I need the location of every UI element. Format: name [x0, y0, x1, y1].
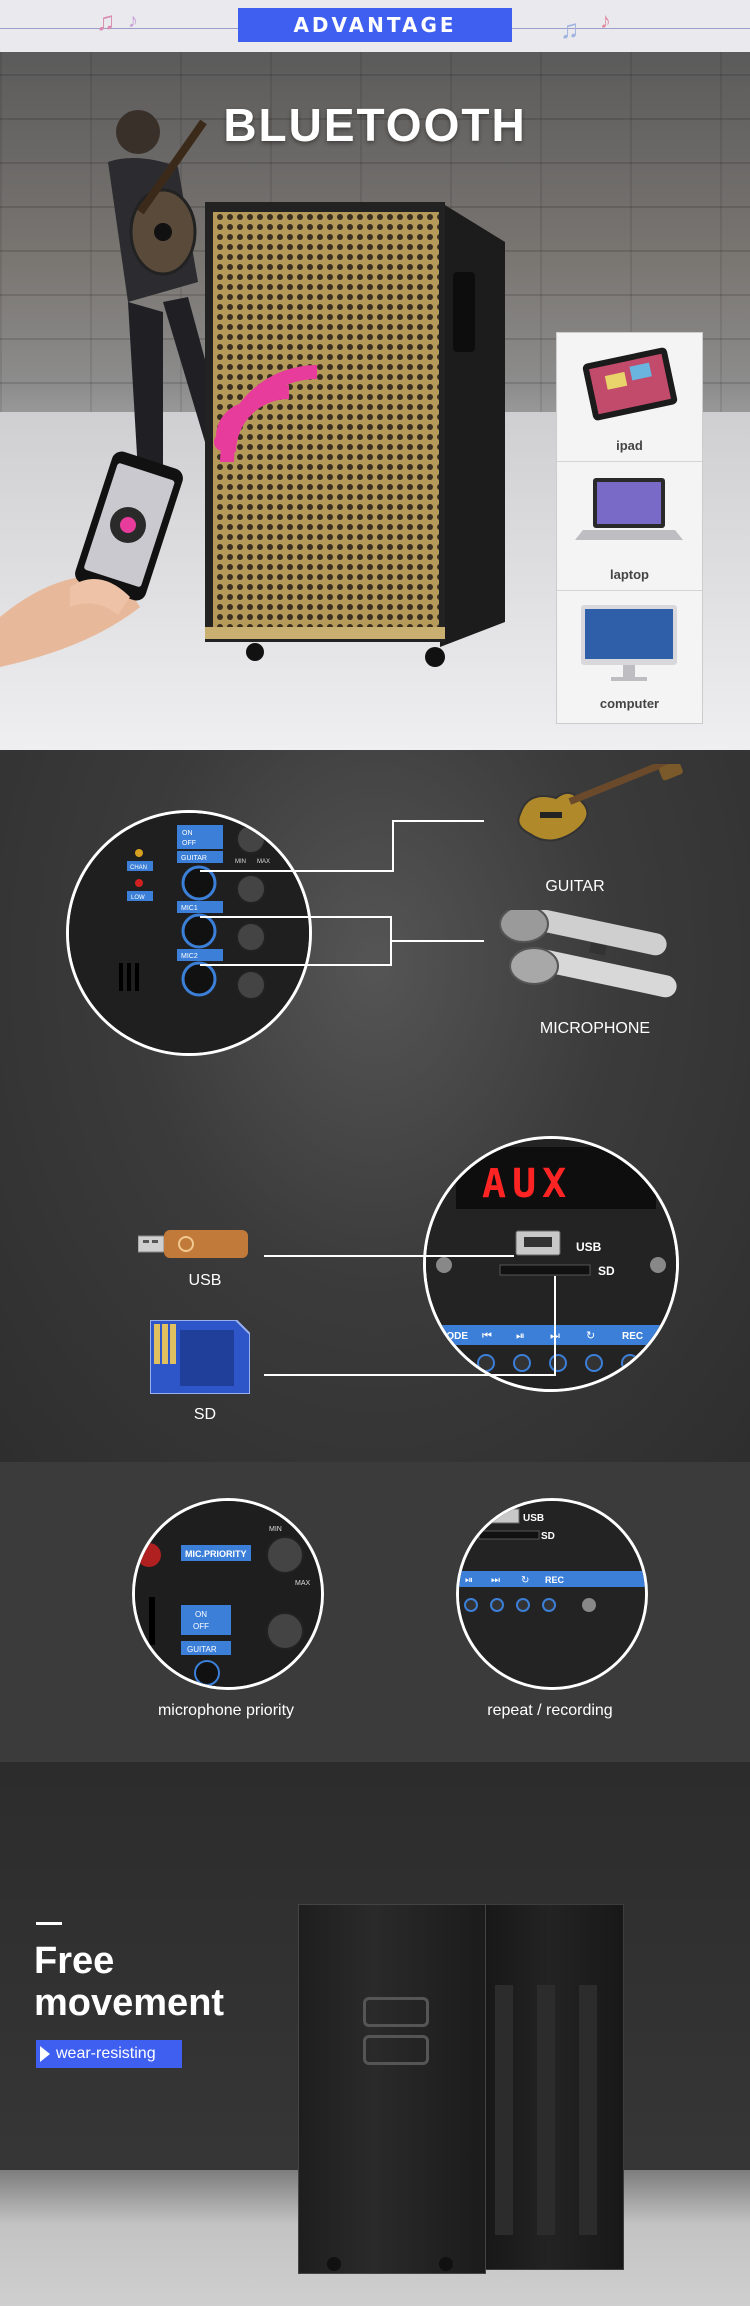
sd-connector-line [264, 1374, 556, 1376]
speaker-front-image [298, 1904, 486, 2274]
device-label: ipad [616, 438, 643, 453]
panel-sd-text: SD [541, 1531, 555, 1542]
compatible-devices-panel: ipad laptop computer [556, 332, 703, 724]
guitar-connector-line [392, 820, 394, 872]
sd-card-image [150, 1320, 250, 1394]
play-arrow-icon [40, 2046, 50, 2062]
mic-connector-line [200, 916, 392, 918]
device-label: laptop [610, 567, 649, 582]
panel-mode-text: MODE [438, 1331, 468, 1342]
title-line-2: movement [34, 1982, 225, 2024]
repeat-icon: ↻ [586, 1330, 595, 1342]
mic-priority-zoom: MIC.PRIORITY MIN MAX ON OFF GUITAR [132, 1498, 324, 1690]
speaker-back-image [474, 1904, 624, 2270]
sd-label: SD [193, 1406, 217, 1423]
panel-guitar-text: GUITAR [187, 1645, 217, 1654]
usb-sd-panel-zoom: AUX USB SD MODE ⏮ ⏯ ⏭ ↻ REC [423, 1136, 679, 1392]
device-laptop: laptop [557, 462, 702, 591]
music-note-icon: ♪ [600, 8, 611, 33]
music-note-icon: ♫ [96, 6, 116, 36]
mic-priority-panel-image: MIC.PRIORITY MIN MAX ON OFF GUITAR [135, 1501, 321, 1687]
panel-min-text: MIN [235, 859, 246, 865]
mic-connector-line [390, 940, 484, 942]
features-section: MIC.PRIORITY MIN MAX ON OFF GUITAR micro… [0, 1462, 750, 1762]
free-movement-title: Free movement [34, 1940, 224, 2024]
usb-connector-line [264, 1255, 514, 1257]
usb-sd-panel-image: AUX USB SD MODE ⏮ ⏯ ⏭ ↻ REC [426, 1139, 676, 1389]
device-computer: computer [557, 591, 702, 719]
repeat-recording-panel-image: USB SD ⏯ ⏭ ↻ REC [459, 1501, 645, 1687]
guitar-connector-line [200, 870, 394, 872]
panel-low-text: LOW [131, 895, 145, 901]
panel-mic-priority-text: MIC.PRIORITY [185, 1549, 247, 1559]
panel-usb-text: USB [523, 1513, 544, 1524]
phone-in-hand-image [0, 451, 183, 667]
panel-chan-text: CHAN [130, 865, 147, 871]
panel-sd-text: SD [598, 1264, 615, 1278]
panel-usb-text: USB [576, 1240, 602, 1254]
play-pause-icon: ⏯ [465, 1575, 473, 1586]
device-ipad: ipad [557, 333, 702, 462]
play-pause-icon: ⏯ [516, 1330, 525, 1342]
inputs-section: ON OFF GUITAR MIC1 MIC2 MIN MAX CHAN [0, 750, 750, 1462]
mic-connector-line [200, 964, 392, 966]
panel-mic2-text: MIC2 [181, 953, 198, 960]
free-movement-section: Free movement wear-resisting [0, 1762, 750, 2306]
speaker-image [205, 202, 505, 667]
guitar-label: GUITAR [545, 878, 605, 895]
input-panel-zoom: ON OFF GUITAR MIC1 MIC2 MIN MAX CHAN [66, 810, 312, 1056]
bluetooth-title: BLUETOOTH [223, 99, 527, 151]
guitar-connector-line [392, 820, 484, 822]
panel-rec-text: REC [622, 1331, 643, 1342]
panel-on-text: ON [182, 830, 193, 837]
panel-min-text: MIN [269, 1526, 282, 1533]
repeat-recording-zoom: USB SD ⏯ ⏭ ↻ REC [456, 1498, 648, 1690]
wear-resisting-tag: wear-resisting [36, 2040, 182, 2068]
input-panel-image: ON OFF GUITAR MIC1 MIC2 MIN MAX CHAN [69, 813, 309, 1053]
panel-max-text: MAX [295, 1580, 311, 1587]
tag-label: wear-resisting [56, 2045, 156, 2062]
usb-stick-image [138, 1230, 248, 1258]
mic-priority-label: microphone priority [157, 1702, 295, 1719]
usb-label: USB [188, 1272, 222, 1289]
repeat-icon: ↻ [521, 1575, 529, 1586]
prev-icon: ⏮ [482, 1330, 492, 1342]
tablet-icon [582, 347, 678, 421]
panel-display-text: AUX [482, 1161, 572, 1207]
next-icon: ⏭ [491, 1575, 500, 1586]
panel-off-text: OFF [182, 840, 196, 847]
device-label: computer [599, 696, 660, 711]
guitarist-image [108, 110, 228, 472]
repeat-recording-label: repeat / recording [487, 1702, 613, 1719]
monitor-icon [581, 605, 677, 681]
microphone-image [499, 910, 677, 998]
title-dash [36, 1922, 62, 1925]
panel-mic1-text: MIC1 [181, 905, 198, 912]
panel-off-text: OFF [193, 1622, 209, 1631]
panel-max-text: MAX [257, 859, 270, 865]
advantage-header: ♫ ♪ ♫ ♪ ADVANTAGE [0, 0, 750, 52]
laptop-icon [575, 478, 683, 540]
sd-connector-line [554, 1276, 556, 1376]
microphone-label: MICROPHONE [539, 1020, 651, 1037]
title-line-1: Free [34, 1940, 115, 1982]
panel-on-text: ON [195, 1610, 207, 1619]
panel-rec-text: REC [545, 1575, 565, 1585]
music-note-icon: ♫ [560, 14, 580, 44]
bluetooth-section: BLUETOOTH [0, 52, 750, 750]
electric-guitar-image [517, 764, 683, 842]
music-note-icon: ♪ [128, 10, 138, 32]
panel-guitar-text: GUITAR [181, 855, 207, 862]
advantage-banner: ADVANTAGE [238, 8, 512, 42]
